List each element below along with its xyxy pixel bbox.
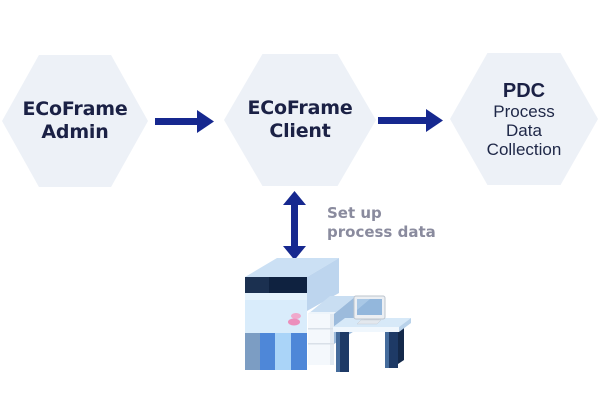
node-label-line: Admin — [41, 121, 109, 143]
node-label-line: ECoFrame — [247, 97, 353, 119]
keyboard-icon — [356, 319, 382, 325]
setup-process-data-label: Set up process data — [327, 204, 436, 242]
node-label-line: Collection — [486, 139, 562, 159]
arrow-right-icon — [378, 109, 443, 132]
machine-desk-illustration — [245, 258, 411, 372]
node-ecoframe-client: ECoFrame Client — [224, 54, 376, 186]
node-ecoframe-admin: ECoFrame Admin — [2, 55, 148, 187]
node-label-line: Client — [269, 120, 331, 142]
arrow-right-icon — [155, 110, 214, 133]
desk-icon — [333, 318, 411, 372]
pink-detail — [291, 313, 301, 319]
node-pdc: PDC Process Data Collection — [450, 53, 598, 185]
node-title: PDC — [502, 79, 546, 102]
annotation-line: process data — [327, 223, 436, 241]
machine-icon — [245, 258, 339, 370]
annotation-line: Set up — [327, 204, 382, 222]
node-label-line: Process — [493, 101, 555, 121]
node-label-line: Data — [506, 120, 542, 140]
node-label-line: ECoFrame — [22, 98, 128, 120]
monitor-icon — [353, 295, 386, 321]
pink-detail — [288, 318, 300, 326]
